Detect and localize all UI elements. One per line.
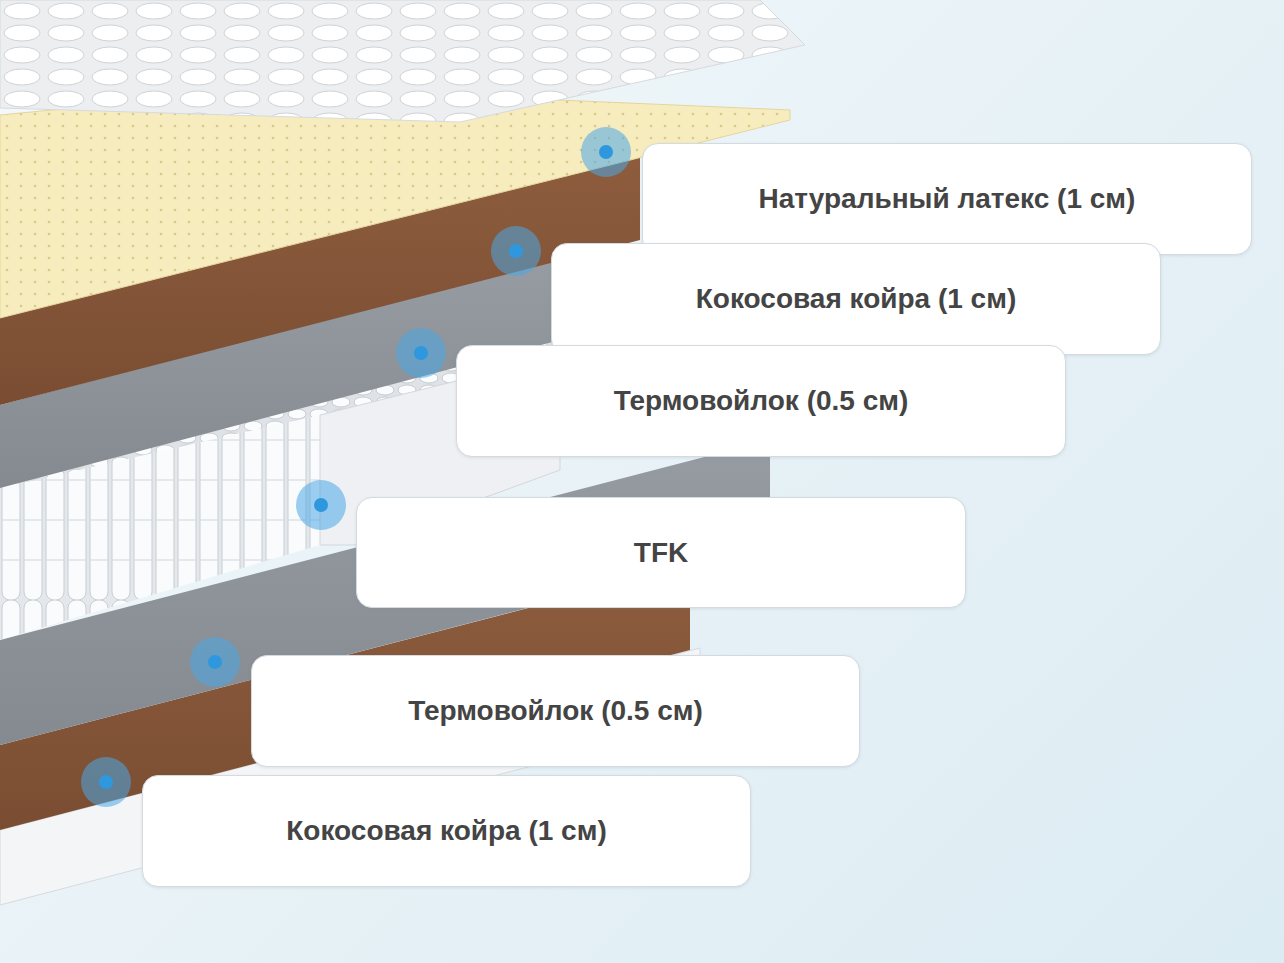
callout-box: Кокосовая койра (1 см) <box>551 243 1161 355</box>
layer-label: TFK <box>634 537 688 569</box>
layer-label: Термовойлок (0.5 см) <box>614 385 909 417</box>
callout-box: TFK <box>356 497 966 608</box>
layer-label: Кокосовая койра (1 см) <box>286 815 606 847</box>
callout-box: Кокосовая койра (1 см) <box>142 775 751 887</box>
layer-label: Кокосовая койра (1 см) <box>696 283 1016 315</box>
layer-label: Натуральный латекс (1 см) <box>759 183 1136 215</box>
callout-box: Термовойлок (0.5 см) <box>456 345 1066 457</box>
callout-box: Термовойлок (0.5 см) <box>251 655 860 767</box>
layer-label: Термовойлок (0.5 см) <box>408 695 703 727</box>
callout-box: Натуральный латекс (1 см) <box>642 143 1252 255</box>
